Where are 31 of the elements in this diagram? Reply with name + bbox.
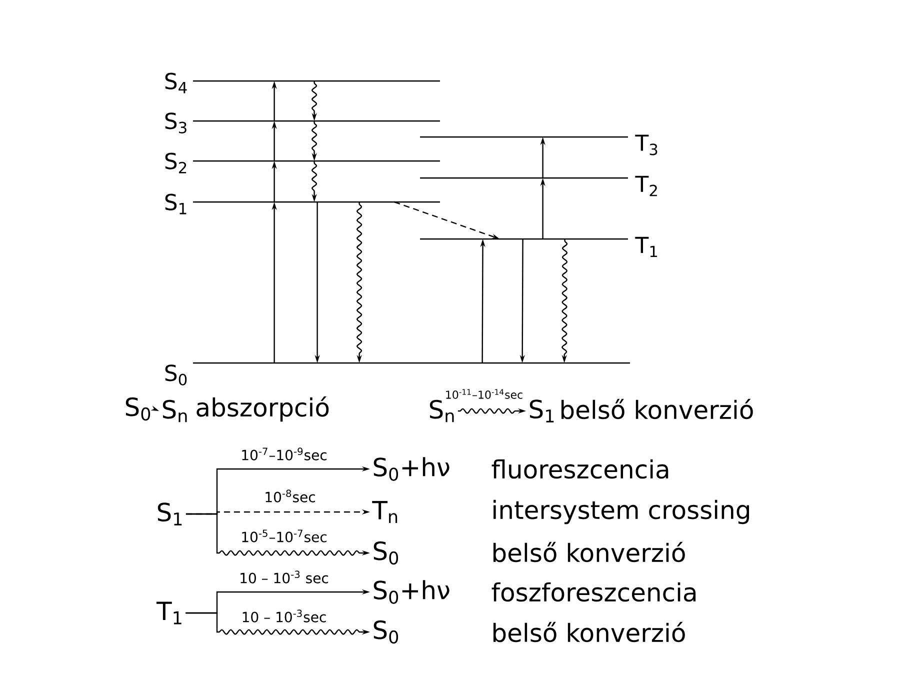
edge-label: 10$^{-11}$–10$^{-14}$sec	[444, 388, 524, 400]
state-symbol: T$_{1}$	[156, 602, 182, 624]
edge-label: 10 – 10$^{-3}$ sec	[238, 570, 330, 584]
state-symbol: S$_{0}$+hν	[374, 457, 450, 481]
energy-level: T$_{3}$	[420, 134, 658, 156]
state-symbol: S$_{1}$	[530, 400, 554, 422]
energy-level: S$_{4}$	[165, 72, 440, 94]
edge-label: 10 – 10$^{-3}$sec	[240, 608, 328, 624]
process-name: belső konverzió	[561, 398, 753, 420]
process-name: fluoreszcencia	[492, 459, 668, 479]
energy-level: S$_{3}$	[165, 112, 440, 134]
process-name: belső konverzió	[493, 622, 685, 642]
energy-level: T$_{1}$	[420, 236, 658, 258]
edge-label: 10$^{-7}$–10$^{-9}$sec	[240, 446, 328, 462]
process-name: belső konverzió	[493, 542, 685, 562]
state-symbol: S$_{0}$+hν	[374, 580, 450, 604]
state-symbol: S$_{n}$	[162, 400, 187, 422]
state-symbol: S$_{0}$	[126, 397, 150, 421]
energy-level: S$_{2}$	[165, 152, 440, 174]
state-symbol: S$_{0}$	[374, 541, 398, 565]
edge-label: 10$^{-8}$sec	[263, 488, 317, 504]
energy-level: S$_{1}$	[165, 194, 440, 214]
state-symbol: S$_{n}$	[430, 400, 454, 422]
energy-level: S$_{0}$	[165, 362, 630, 386]
state-symbol: S$_{0}$	[374, 620, 398, 644]
state-symbol: T$_{n}$	[372, 501, 398, 523]
edge-label: 10$^{-5}$–10$^{-7}$sec	[240, 528, 328, 544]
process-name: intersystem crossing	[494, 500, 749, 524]
energy-level: T$_{2}$	[420, 176, 657, 196]
process-name: foszforeszcencia	[492, 582, 696, 602]
state-symbol: S$_{1}$	[158, 502, 182, 526]
